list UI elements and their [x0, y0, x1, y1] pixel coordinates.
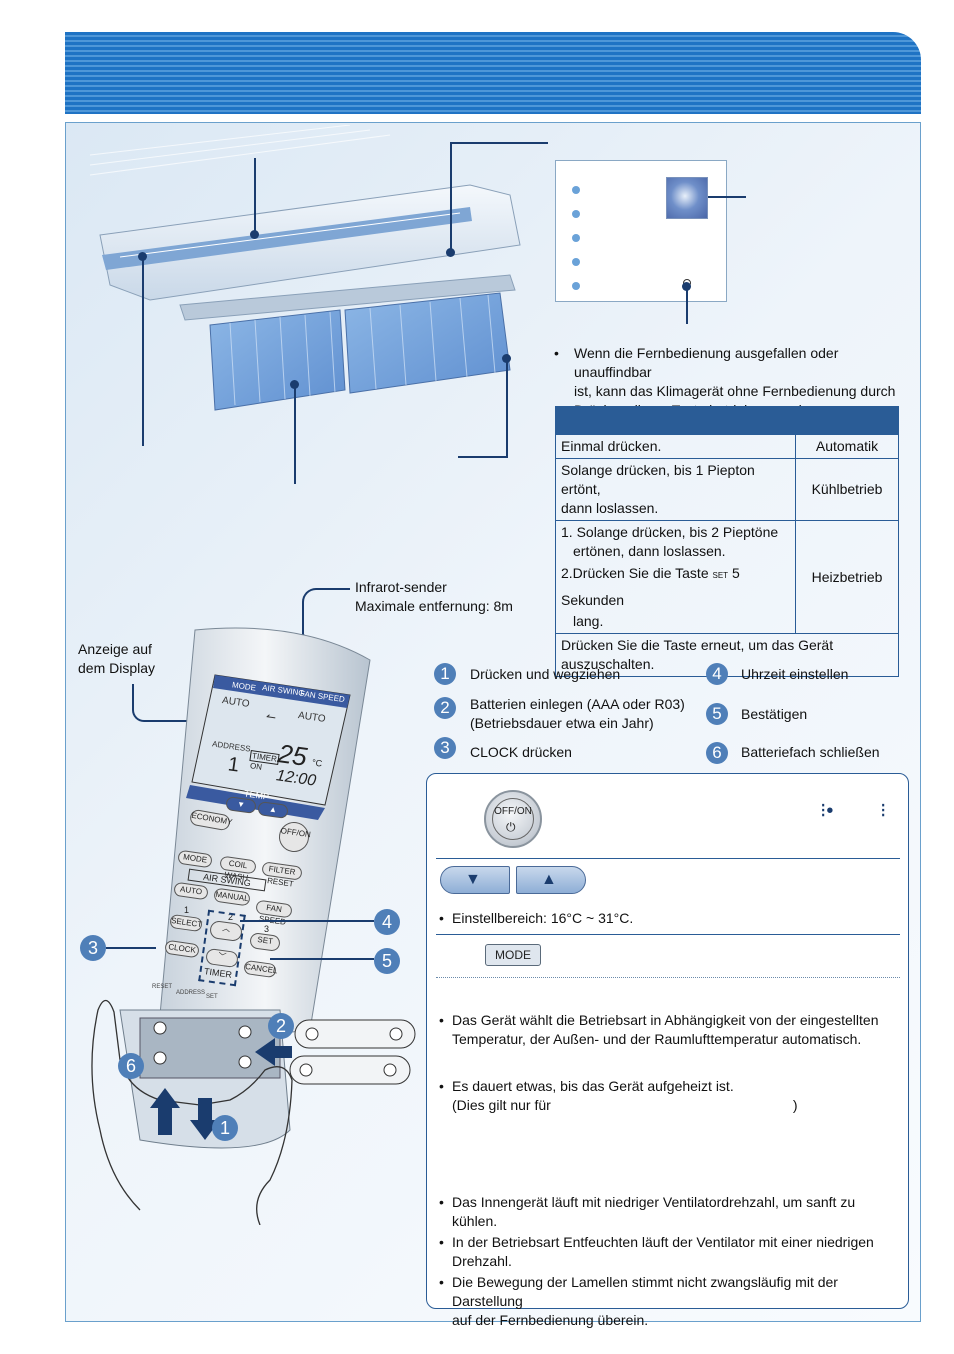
leader-line — [302, 588, 350, 638]
callout-1: 1 — [212, 1115, 238, 1141]
lcd-unit: °C — [311, 757, 323, 769]
table-cell: Einmal drücken. — [555, 434, 796, 459]
callout-3: 3 — [80, 935, 106, 961]
header-band — [65, 32, 921, 114]
leader-line — [270, 958, 374, 960]
step-number: 5 — [706, 703, 728, 725]
step-text: Bestätigen — [741, 706, 808, 722]
leader-line — [142, 256, 144, 446]
set-icon: SET — [712, 571, 729, 580]
offon-label: OFF/ON — [494, 806, 532, 817]
callout-6: 6 — [118, 1053, 144, 1079]
step-number: 2 — [434, 697, 456, 719]
divider — [436, 934, 900, 935]
leader-line — [506, 358, 508, 458]
leader-dot — [502, 354, 511, 363]
reset-label: RESET — [152, 984, 173, 990]
auto-button-table: Einmal drücken.Automatik Solange drücken… — [555, 406, 899, 677]
leader-line — [106, 947, 156, 949]
callout-2: 2 — [268, 1013, 294, 1039]
dry-mode-notes: Das Innengerät läuft mit niedriger Venti… — [439, 1193, 874, 1328]
leader-dot — [138, 252, 147, 261]
mode-big-button[interactable]: MODE — [485, 944, 541, 966]
triangle-down-icon: ▼ — [465, 871, 481, 888]
blink-indicator-icon: ⁝• — [820, 800, 834, 822]
triangle-up-icon: ▲ — [541, 871, 557, 888]
leader-line — [254, 158, 256, 234]
offon-button-inner — [492, 798, 534, 840]
step-number: 6 — [706, 742, 728, 764]
indoor-unit-illustration — [90, 125, 521, 411]
step-text: Batterien einlegen (AAA oder R03) (Betri… — [470, 696, 685, 731]
temp-up-big-button[interactable]: ▲ — [516, 866, 586, 894]
blink-indicator-icon: ⁝ — [880, 800, 887, 822]
leader-line — [450, 142, 548, 144]
leader-line — [240, 920, 374, 922]
table-cell: 1. Solange drücken, bis 2 Pieptöne ertön… — [555, 520, 796, 634]
step-number: 3 — [434, 737, 456, 759]
indicator-lamp — [572, 186, 580, 194]
step-number: 4 — [706, 663, 728, 685]
offon-button[interactable]: OFF/ON ⏻ — [484, 790, 542, 848]
receiver-sensor-icon — [666, 177, 708, 219]
step-text: CLOCK drücken — [470, 744, 572, 760]
set-small-label: SET — [206, 994, 218, 1000]
indicator-lamp — [572, 282, 580, 290]
leader-line — [686, 286, 688, 324]
step-number: 1 — [434, 663, 456, 685]
table-cell: Solange drücken, bis 1 Piepton ertönt, d… — [555, 458, 796, 521]
operation-info-box — [426, 773, 909, 1309]
divider — [436, 858, 900, 859]
ir-transmitter-label: Infrarot-sender Maximale entfernung: 8m — [355, 579, 513, 614]
table-cell: Kühlbetrieb — [795, 458, 899, 521]
temp-down-big-button[interactable]: ▼ — [440, 866, 510, 894]
step-text: Drücken und wegziehen — [470, 666, 621, 682]
divider — [436, 977, 900, 978]
leader-line — [708, 196, 746, 198]
leader-dot — [446, 248, 455, 257]
table-cell: Automatik — [795, 434, 899, 459]
key-number-2: 2 — [228, 912, 234, 922]
leader-dot — [290, 380, 299, 389]
battery-compartment-illustration — [91, 999, 416, 1225]
indicator-panel — [555, 160, 727, 302]
lcd-on-label: ON — [249, 761, 263, 772]
callout-5: 5 — [374, 948, 400, 974]
key-number-1: 1 — [184, 905, 190, 915]
callout-4: 4 — [374, 909, 400, 935]
leader-dot — [250, 230, 259, 239]
leader-line — [294, 384, 296, 484]
table-cell: Heizbetrieb — [795, 520, 899, 634]
power-icon: ⏻ — [506, 820, 516, 834]
display-label: Anzeige auf dem Display — [78, 641, 156, 676]
indicator-lamp — [572, 258, 580, 266]
leader-dot — [682, 282, 691, 291]
leader-line — [458, 456, 508, 458]
lcd-swing-icon: ↼ — [265, 709, 277, 725]
indicator-lamp — [572, 234, 580, 242]
auto-mode-note: Das Gerät wählt die Betriebsart in Abhän… — [439, 1011, 879, 1047]
step-text: Batteriefach schließen — [741, 744, 880, 760]
indicator-lamp — [572, 210, 580, 218]
address-label: ADDRESS — [176, 990, 206, 996]
leader-line — [132, 684, 230, 722]
key-number-3: 3 — [264, 924, 270, 934]
temp-range-note: Einstellbereich: 16°C ~ 31°C. — [439, 909, 634, 928]
leader-line — [450, 142, 452, 252]
step-text: Uhrzeit einstellen — [741, 666, 849, 682]
heat-mode-note: Es dauert etwas, bis das Gerät aufgeheiz… — [439, 1077, 798, 1113]
